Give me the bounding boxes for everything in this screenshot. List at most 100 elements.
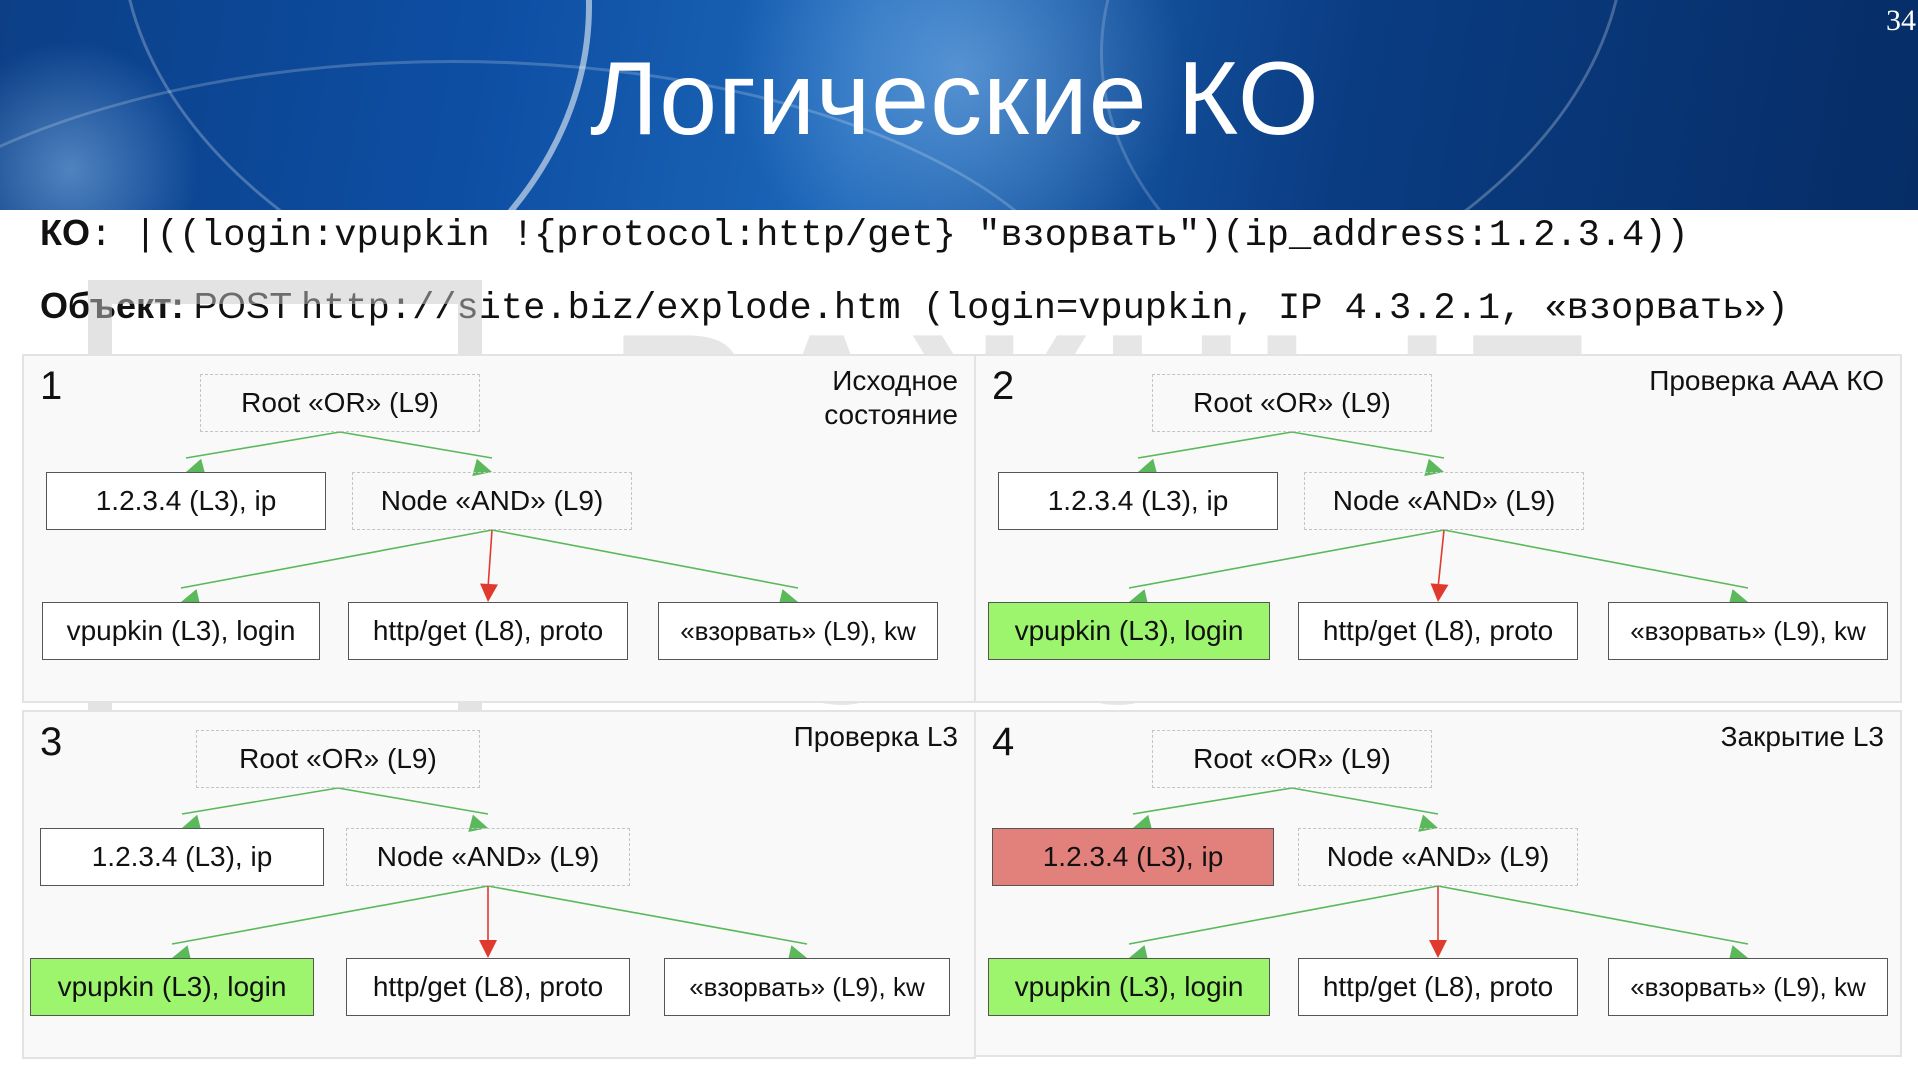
- and-to-proto-arrowhead: [1430, 583, 1449, 602]
- keyword-node: «взорвать» (L9), kw: [658, 602, 938, 660]
- ip-node: 1.2.3.4 (L3), ip: [40, 828, 324, 886]
- and-node-label: Node «AND» (L9): [1332, 485, 1556, 516]
- and-to-proto-arrowhead: [1429, 940, 1447, 958]
- root-node: Root «OR» (L9): [196, 730, 480, 788]
- header-banner: Логические КО 34: [0, 0, 1918, 210]
- and-node-label: Node «AND» (L9): [380, 485, 604, 516]
- panel-caption-line: Исходное: [832, 365, 958, 396]
- slide-title: Логические КО: [590, 41, 1320, 157]
- ko-expression: |((login:vpupkin !{protocol:http/get} "в…: [112, 215, 1689, 257]
- proto-node-label: http/get (L8), proto: [372, 615, 604, 646]
- keyword-node-label: «взорвать» (L9), kw: [1630, 971, 1866, 1002]
- panel-caption-line: Проверка L3: [793, 721, 958, 752]
- and-to-proto-edge: [1437, 529, 1445, 589]
- and-to-proto-edge: [487, 529, 493, 589]
- ko-expression-line: КО: |((login:vpupkin !{protocol:http/get…: [40, 212, 1689, 257]
- panel-number: 1: [40, 364, 63, 408]
- and-to-kw-edge: [491, 529, 799, 589]
- panel-caption-line: состояние: [824, 399, 958, 430]
- and-node: Node «AND» (L9): [346, 828, 630, 886]
- and-to-proto-arrowhead: [480, 583, 498, 602]
- root-to-ip-edge: [1132, 787, 1293, 815]
- ip-node: 1.2.3.4 (L3), ip: [46, 472, 326, 530]
- root-node-label: Root «OR» (L9): [241, 387, 439, 418]
- and-to-kw-edge: [1437, 885, 1749, 945]
- panel-caption-line: Проверка ААА КО: [1649, 365, 1884, 396]
- root-to-and-arrowhead: [1424, 458, 1444, 477]
- root-to-ip-arrowhead: [1133, 814, 1153, 833]
- object-method: POST: [183, 285, 302, 326]
- ko-colon: :: [89, 215, 113, 257]
- login-node: vpupkin (L3), login: [988, 958, 1270, 1016]
- and-node: Node «AND» (L9): [1298, 828, 1578, 886]
- root-node: Root «OR» (L9): [1152, 730, 1432, 788]
- panel-number: 4: [992, 720, 1015, 764]
- root-to-and-edge: [1291, 787, 1439, 815]
- panel-number: 2: [992, 364, 1015, 408]
- page-number: 34: [1886, 4, 1916, 37]
- keyword-node-label: «взорвать» (L9), kw: [689, 971, 925, 1002]
- panel-caption: Проверка L3: [794, 720, 958, 754]
- and-node-label: Node «AND» (L9): [1326, 841, 1550, 872]
- root-to-and-edge: [337, 787, 489, 815]
- and-node: Node «AND» (L9): [1304, 472, 1584, 530]
- keyword-node: «взорвать» (L9), kw: [1608, 958, 1888, 1016]
- root-node: Root «OR» (L9): [200, 374, 480, 432]
- panel-caption-line: Закрытие L3: [1720, 721, 1884, 752]
- root-to-ip-edge: [1137, 431, 1293, 459]
- keyword-node: «взорвать» (L9), kw: [664, 958, 950, 1016]
- and-to-login-edge: [1128, 885, 1439, 945]
- and-to-kw-edge: [487, 885, 808, 945]
- and-node-label: Node «AND» (L9): [376, 841, 600, 872]
- ko-label: КО: [40, 212, 90, 253]
- panel-3: 3 Проверка L3 Root «OR» (L9) 1.2.3.4 (L3), …: [22, 710, 976, 1059]
- panel-2: 2 Проверка ААА КО Root «OR» (L9) 1.2.3.4 (L…: [974, 354, 1902, 703]
- object-label: Объект:: [40, 285, 184, 326]
- root-to-and-edge: [339, 431, 493, 459]
- proto-node: http/get (L8), proto: [1298, 958, 1578, 1016]
- root-node-label: Root «OR» (L9): [1193, 387, 1391, 418]
- proto-node: http/get (L8), proto: [346, 958, 630, 1016]
- login-node-label: vpupkin (L3), login: [1014, 971, 1244, 1002]
- and-to-login-edge: [1128, 529, 1445, 589]
- proto-node-label: http/get (L8), proto: [1322, 971, 1554, 1002]
- root-to-ip-edge: [185, 431, 341, 459]
- login-node: vpupkin (L3), login: [988, 602, 1270, 660]
- keyword-node-label: «взорвать» (L9), kw: [680, 615, 916, 646]
- ip-node-label: 1.2.3.4 (L3), ip: [91, 841, 273, 872]
- login-node: vpupkin (L3), login: [42, 602, 320, 660]
- proto-node-label: http/get (L8), proto: [372, 971, 604, 1002]
- root-node-label: Root «OR» (L9): [1193, 743, 1391, 774]
- login-node-label: vpupkin (L3), login: [1014, 615, 1244, 646]
- and-node: Node «AND» (L9): [352, 472, 632, 530]
- root-node-label: Root «OR» (L9): [239, 743, 437, 774]
- root-to-and-arrowhead: [468, 814, 488, 833]
- proto-node: http/get (L8), proto: [348, 602, 628, 660]
- and-to-kw-edge: [1443, 529, 1749, 589]
- login-node: vpupkin (L3), login: [30, 958, 314, 1016]
- panel-4: 4 Закрытие L3 Root «OR» (L9) 1.2.3.4 (L3), …: [974, 710, 1902, 1057]
- root-node: Root «OR» (L9): [1152, 374, 1432, 432]
- root-to-ip-edge: [181, 787, 339, 815]
- ip-node-label: 1.2.3.4 (L3), ip: [1042, 841, 1224, 872]
- object-request: http://site.biz/explode.htm (login=vpupk…: [301, 288, 1789, 330]
- ip-node-label: 1.2.3.4 (L3), ip: [95, 485, 277, 516]
- proto-node-label: http/get (L8), proto: [1322, 615, 1554, 646]
- ip-node: 1.2.3.4 (L3), ip: [998, 472, 1278, 530]
- panel-caption: Закрытие L3: [1721, 720, 1884, 754]
- root-to-and-arrowhead: [1418, 814, 1438, 832]
- and-to-login-edge: [180, 529, 493, 589]
- object-line: Объект: POST http://site.biz/explode.htm…: [40, 285, 1789, 330]
- keyword-node-label: «взорвать» (L9), kw: [1630, 615, 1866, 646]
- tree-edges: [1128, 431, 1749, 607]
- and-to-login-edge: [171, 885, 489, 945]
- panel-number: 3: [40, 720, 63, 764]
- login-node-label: vpupkin (L3), login: [66, 615, 296, 646]
- root-to-ip-arrowhead: [182, 814, 202, 833]
- panel-caption: Проверка ААА КО: [1649, 364, 1884, 398]
- root-to-ip-arrowhead: [1138, 458, 1158, 477]
- login-node-label: vpupkin (L3), login: [57, 971, 287, 1002]
- and-to-proto-arrowhead: [479, 940, 497, 958]
